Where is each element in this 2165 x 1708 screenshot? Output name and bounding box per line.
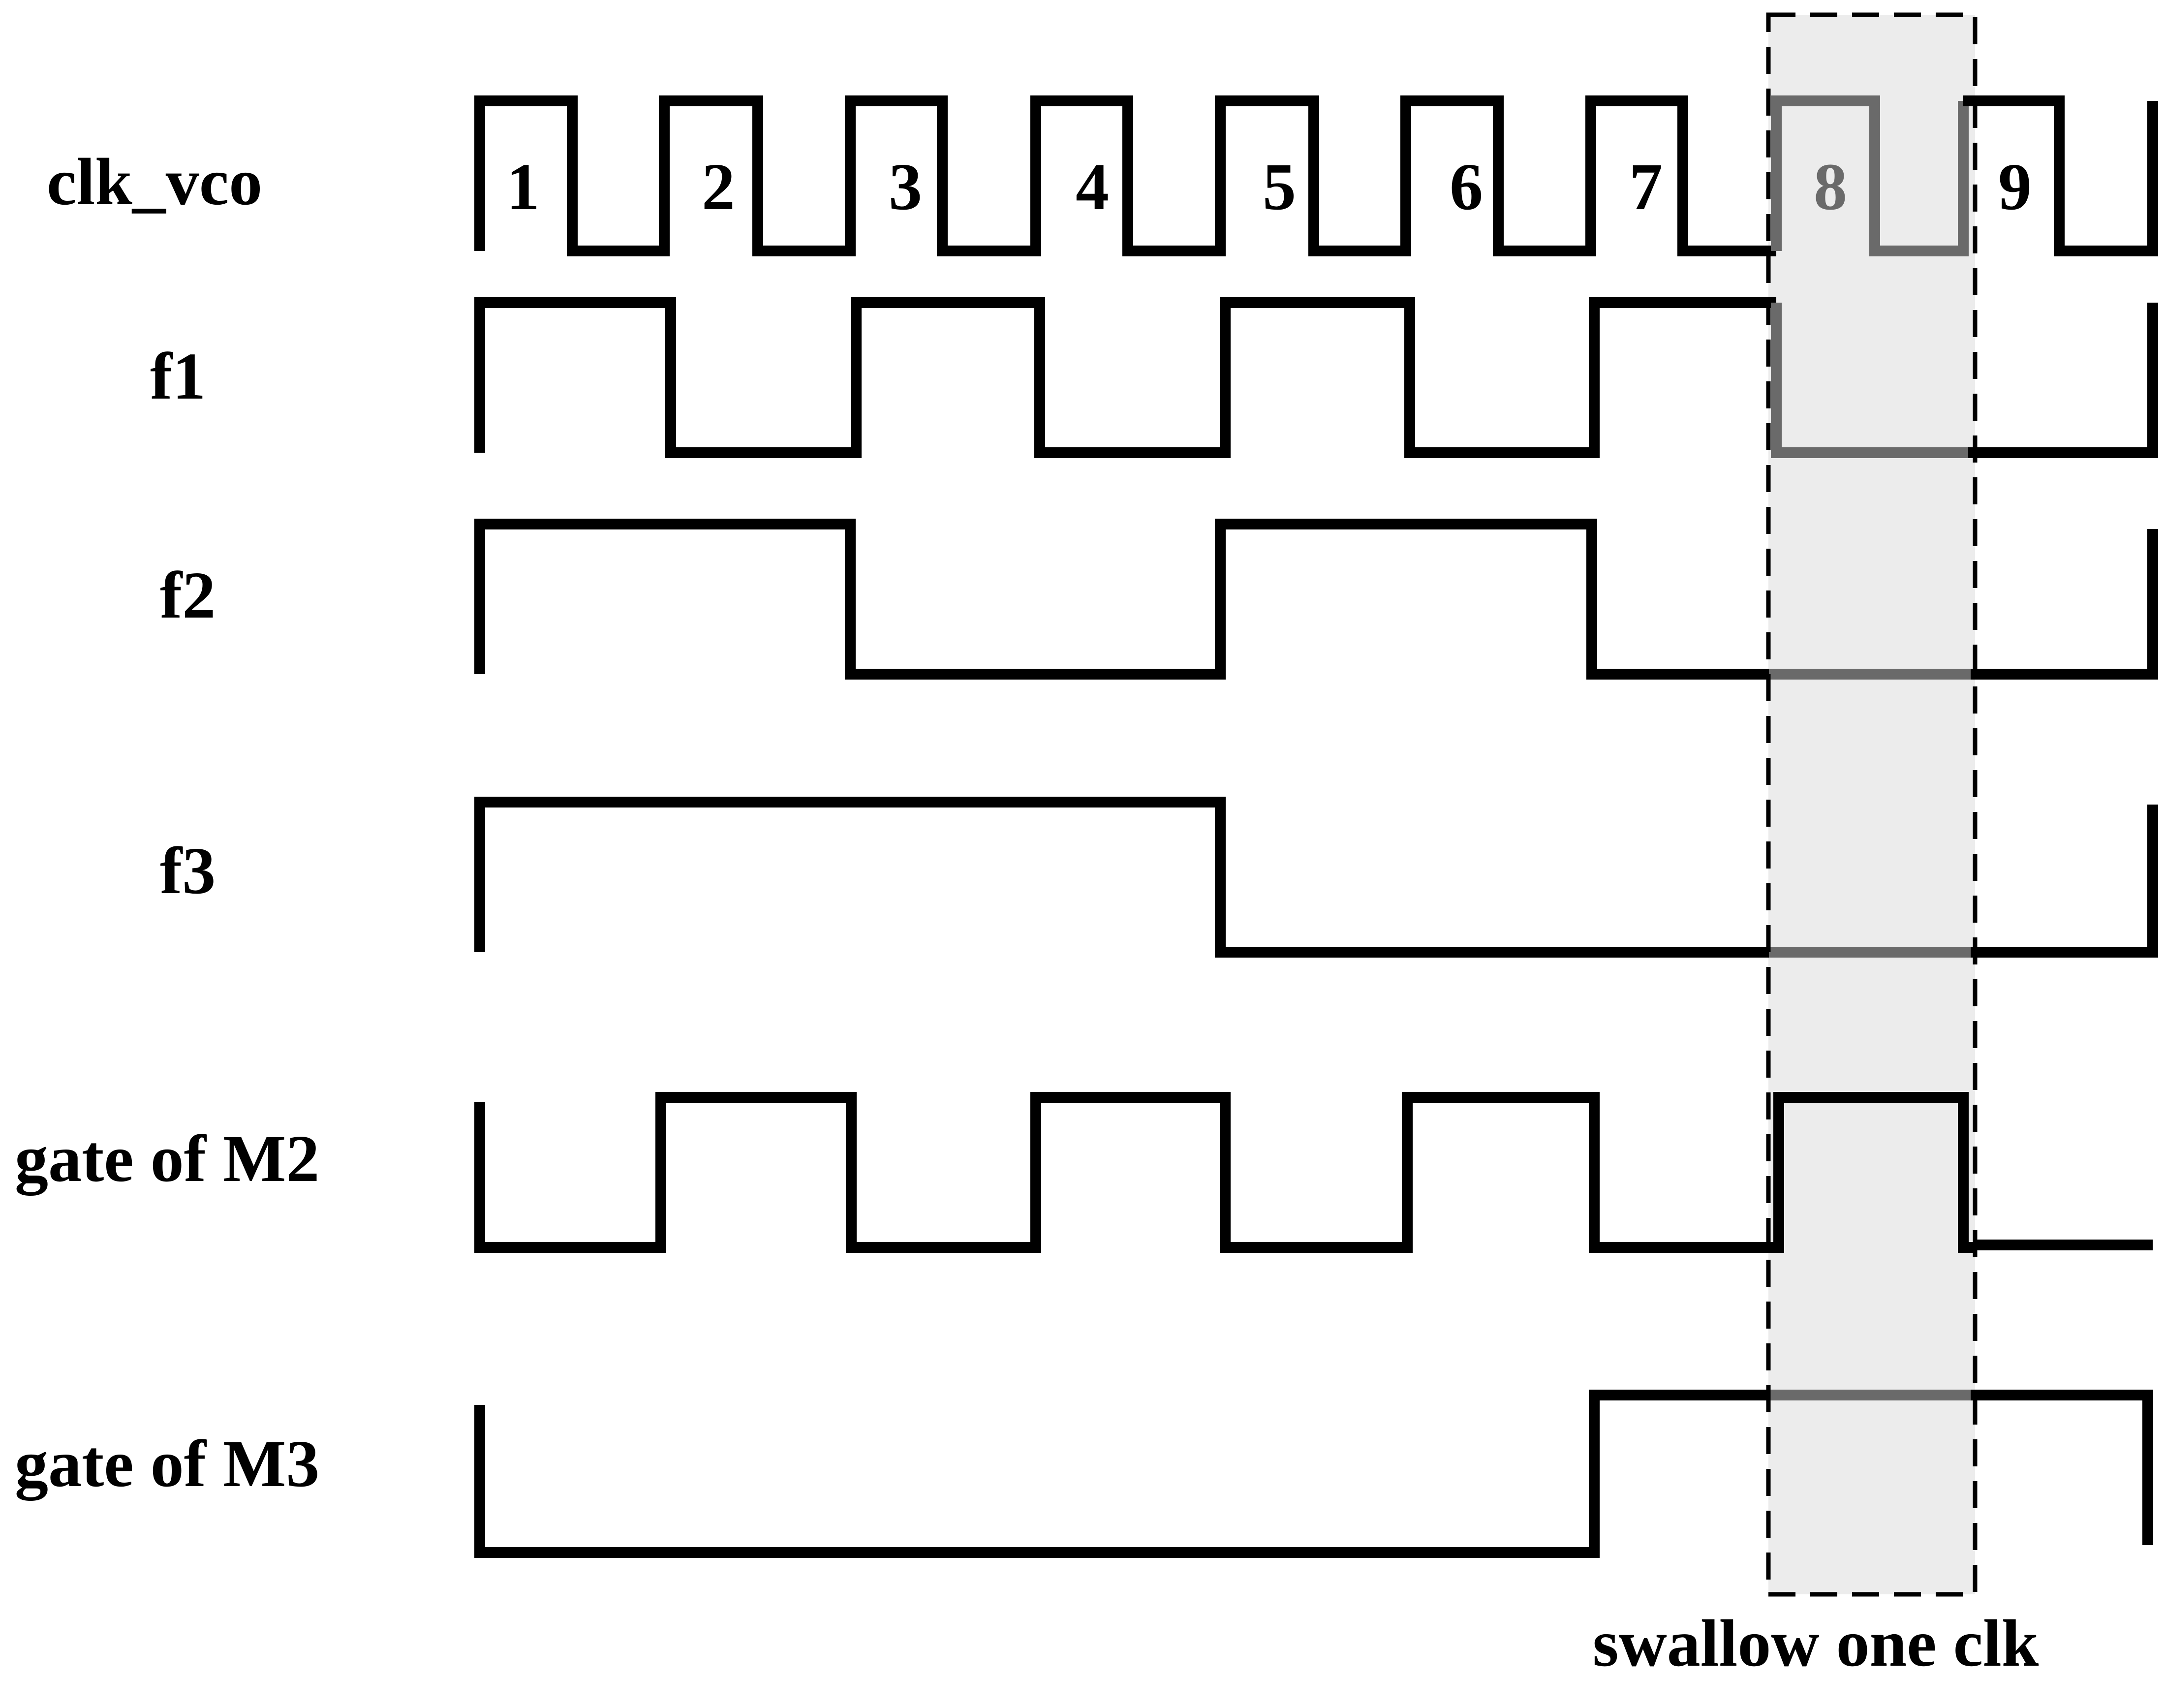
waveform-f3: [474, 797, 1769, 958]
label-f2: f2: [160, 559, 216, 632]
waveform-clk-vco-tail: [1963, 95, 2158, 256]
waveform-f1-tail: [1968, 303, 2158, 458]
cycle-number-3: 3: [889, 150, 922, 224]
swallow-dashed-box: [1766, 12, 1978, 1597]
waveform-gate-of-m3: [474, 1390, 1769, 1558]
label-f3: f3: [160, 834, 216, 908]
swallow-highlight-region: [1768, 15, 1975, 1594]
waveform-f1-swallowed: [1771, 303, 1968, 458]
label-f1: f1: [150, 340, 206, 413]
waveform-gate-of-m2: [474, 1092, 1976, 1253]
waveform-clk-vco: [474, 95, 1776, 256]
cycle-number-7: 7: [1629, 150, 1663, 224]
cycle-number-6: 6: [1450, 150, 1483, 224]
cycle-number-2: 2: [702, 150, 735, 224]
waveform-f2-tail: [1971, 529, 2158, 680]
label-gate-of-m2: gate of M2: [15, 1122, 319, 1196]
waveform-f3-tail: [1971, 805, 2158, 958]
waveform-clk-vco-swallowed: [1771, 95, 1969, 256]
waveform-gate-of-m3-tail: [1971, 1390, 2153, 1545]
waveform-f2: [474, 519, 1769, 680]
waveform-f1: [474, 297, 1776, 458]
cycle-number-4: 4: [1076, 150, 1109, 224]
cycle-number-8: 8: [1814, 150, 1847, 224]
cycle-number-9: 9: [1998, 150, 2032, 224]
cycle-number-1: 1: [506, 150, 540, 224]
cycle-number-5: 5: [1263, 150, 1296, 224]
swallow-caption: swallow one clk: [1593, 1607, 2039, 1680]
label-clk-vco: clk_vco: [47, 145, 262, 219]
label-gate-of-m3: gate of M3: [15, 1427, 319, 1501]
